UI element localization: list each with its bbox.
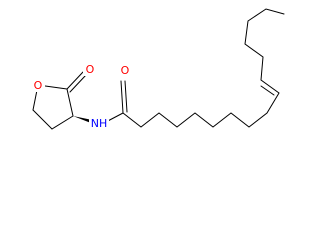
atom-labels: O O O NH <box>31 62 132 130</box>
lactone-ring <box>32 71 87 130</box>
chemical-structure-diagram: O O O NH <box>31 8 285 130</box>
bond-amide-carbonyl-single <box>120 80 124 114</box>
atom-amide-nitrogen: NH <box>91 117 108 130</box>
bond-lactone-carbonyl-double <box>69 74 87 93</box>
chain-zigzag <box>122 8 285 128</box>
bond-amide-carbonyl-double <box>124 80 128 113</box>
atom-ring-oxygen: O <box>34 79 43 92</box>
bond-lactone-carbonyl-single <box>66 71 84 90</box>
bond-ring-ch2-to-ch2 <box>32 109 53 130</box>
bond-ring-ch2-to-stereocenter <box>51 115 74 130</box>
atom-lactone-carbonyl-oxygen: O <box>86 63 95 76</box>
bond-stereocenter-to-carbonyl <box>66 88 74 117</box>
atom-amide-carbonyl-oxygen: O <box>121 64 130 77</box>
acyl-chain <box>122 8 285 128</box>
cis-double-bond-second-line <box>260 85 275 96</box>
